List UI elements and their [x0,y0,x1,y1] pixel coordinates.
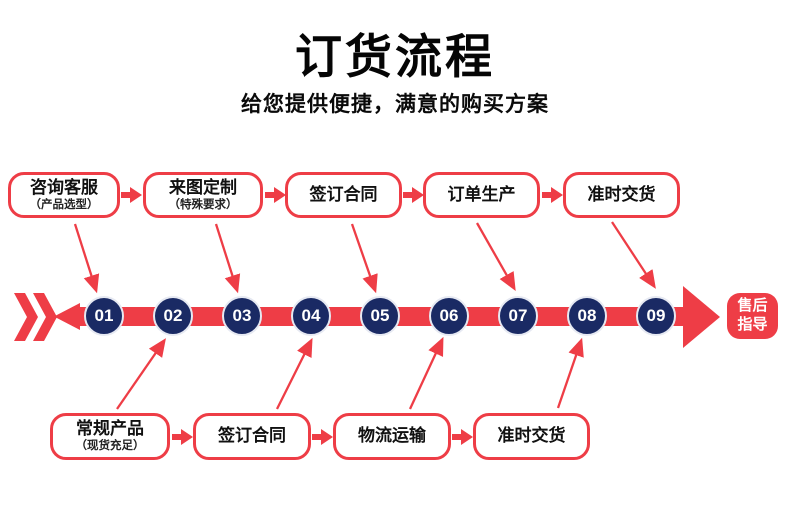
step-number: 01 [94,306,114,325]
flow-box-title: 准时交货 [587,184,656,204]
flow-box-note: （特殊要求） [168,198,238,211]
flow-box-logistics: 物流运输 [333,413,451,460]
end-box-line2: 指导 [737,316,768,333]
page-title: 订货流程 [295,30,495,83]
flow-box-note: （产品选型） [29,198,99,211]
flow-box-title: 来图定制 [169,177,237,197]
flow-box-title: 物流运输 [358,426,426,446]
step-number: 03 [232,306,252,325]
flow-box-regular-product: 常规产品 （现货充足） [50,413,170,460]
step-number: 08 [577,306,597,325]
page-subtitle: 给您提供便捷，满意的购买方案 [241,93,549,116]
flow-box-consult-service: 咨询客服 （产品选型） [8,172,120,218]
flow-box-note: （现货充足） [75,440,145,453]
arrow-right-icon [172,429,193,445]
step-circle-07: 07 [498,296,538,336]
step-number: 05 [370,306,390,325]
step-number: 04 [301,306,321,325]
end-box-line1: 售后 [737,297,768,315]
flow-box-title: 订单生产 [447,184,516,204]
flow-box-title: 签订合同 [309,184,378,204]
flow-box-title: 签订合同 [218,426,286,446]
flow-box-sign-contract-top: 签订合同 [285,172,402,218]
arrow-right-icon [452,429,473,445]
flow-box-on-time-delivery-top: 准时交货 [563,172,680,218]
step-circle-06: 06 [429,296,469,336]
step-circle-08: 08 [567,296,607,336]
step-circle-02: 02 [153,296,193,336]
flow-box-order-production: 订单生产 [423,172,540,218]
timeline-arrowhead-icon [683,286,720,348]
after-sales-guidance-box: 售后 指导 [727,293,778,339]
step-number: 02 [163,306,183,325]
arrow-right-icon [265,187,286,203]
flow-box-title: 咨询客服 [30,177,98,197]
flow-box-on-time-delivery-bottom: 准时交货 [473,413,590,460]
step-number: 06 [439,306,459,325]
flow-box-custom-drawing: 来图定制 （特殊要求） [143,172,263,218]
step-circle-01: 01 [84,296,124,336]
step-circle-03: 03 [222,296,262,336]
step-circle-04: 04 [291,296,331,336]
step-number: 07 [508,306,528,325]
arrow-right-icon [121,187,142,203]
step-circle-09: 09 [636,296,676,336]
flow-box-title: 准时交货 [497,426,566,446]
arrow-right-icon [312,429,333,445]
arrow-right-icon [542,187,563,203]
step-number: 09 [646,306,666,325]
flow-box-sign-contract-bottom: 签订合同 [193,413,311,460]
flow-box-title: 常规产品 [76,419,144,439]
arrow-right-icon [403,187,424,203]
step-circle-05: 05 [360,296,400,336]
